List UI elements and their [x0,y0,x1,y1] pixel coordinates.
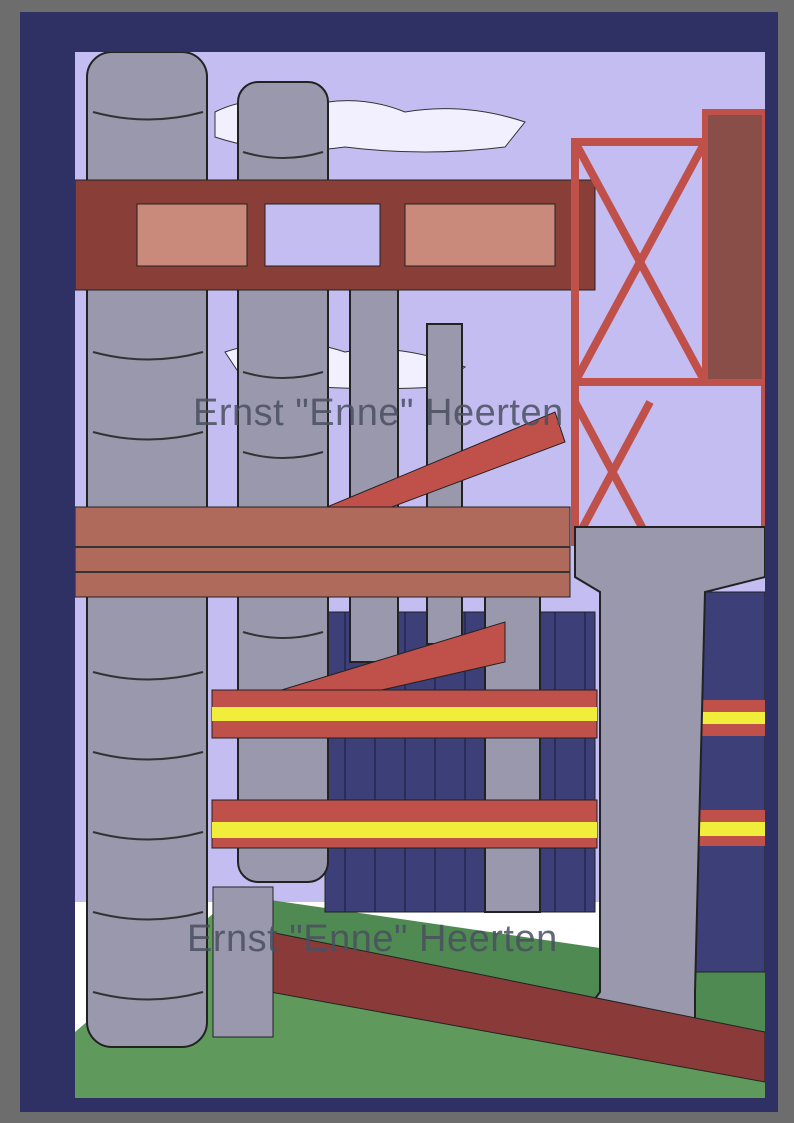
mat-frame: Ernst "Enne" Heerten Ernst "Enne" Heerte… [20,12,778,1112]
middle-truss [75,506,571,598]
watermark: Ernst "Enne" Heerten [187,918,558,960]
industrial-drawing [75,52,765,1098]
block [212,886,274,1038]
artwork-canvas: Ernst "Enne" Heerten Ernst "Enne" Heerte… [75,52,765,1098]
watermark: Ernst "Enne" Heerten [193,392,564,434]
